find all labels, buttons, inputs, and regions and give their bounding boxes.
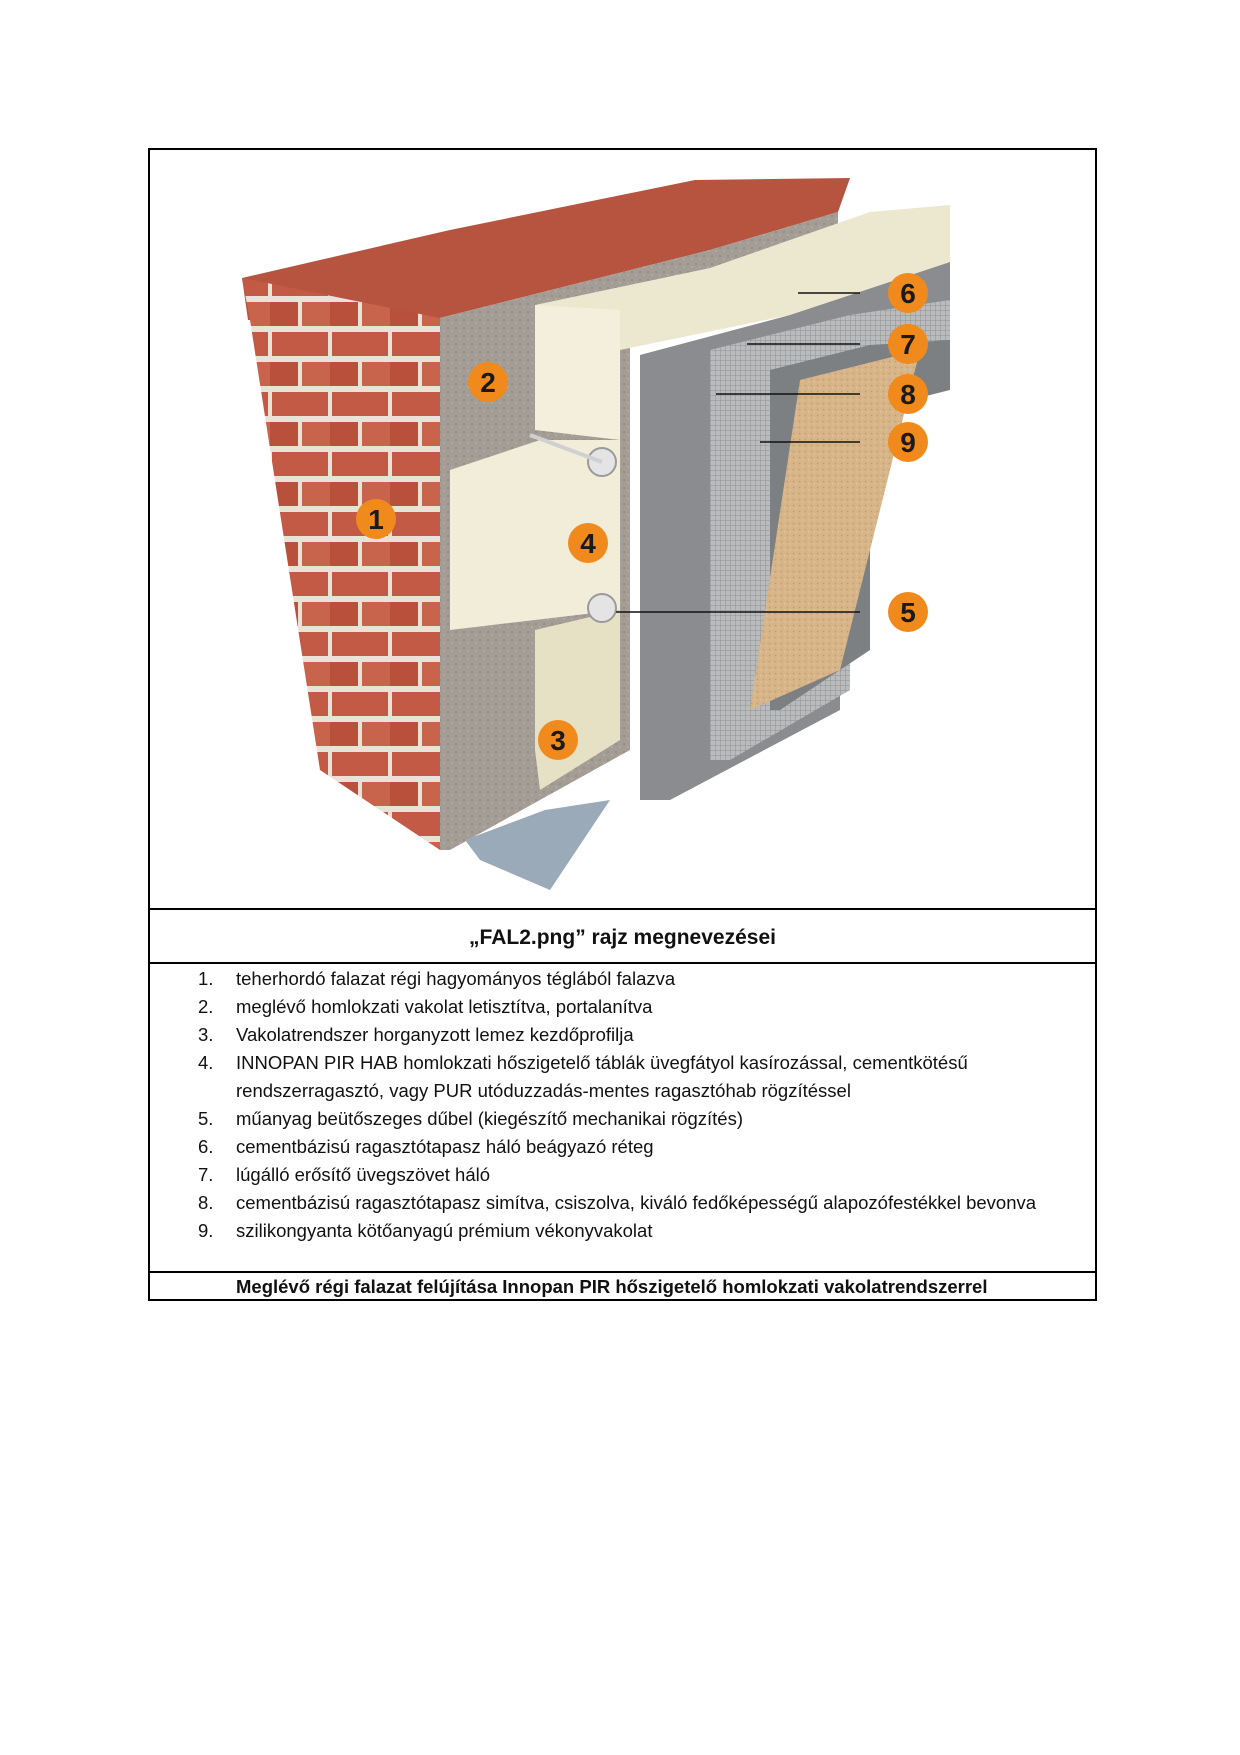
list-item: 5. műanyag beütőszeges dűbel (kiegészítő … — [150, 1105, 1095, 1133]
item-text: műanyag beütőszeges dűbel (kiegészítő me… — [236, 1108, 743, 1129]
row-divider — [150, 962, 1095, 964]
list-item: 9. szilikongyanta kötőanyagú prémium véko… — [150, 1217, 1095, 1245]
item-number: 1. — [198, 965, 213, 993]
marker-4: 4 — [568, 523, 608, 563]
legend-list: 1. teherhordó falazat régi hagyományos té… — [150, 965, 1095, 1245]
marker-label: 6 — [900, 278, 916, 309]
item-text: cementbázisú ragasztótapasz háló beágyaz… — [236, 1136, 654, 1157]
item-text: teherhordó falazat régi hagyományos tégl… — [236, 968, 675, 989]
item-number: 8. — [198, 1189, 213, 1217]
marker-label: 9 — [900, 427, 916, 458]
item-text: szilikongyanta kötőanyagú prémium vékony… — [236, 1220, 652, 1241]
figure-caption: „FAL2.png” rajz megnevezései — [150, 912, 1095, 964]
marker-5: 5 — [888, 592, 928, 632]
foam-board-upper-front — [535, 305, 620, 440]
marker-9: 9 — [888, 422, 928, 462]
wall-layers-illustration: 1 2 3 4 5 6 7 8 9 — [150, 150, 1095, 908]
list-item: 4. INNOPAN PIR HAB homlokzati hőszigetelő… — [150, 1049, 1095, 1105]
list-item: 6. cementbázisú ragasztótapasz háló beágy… — [150, 1133, 1095, 1161]
marker-label: 2 — [480, 367, 496, 398]
marker-label: 8 — [900, 379, 916, 410]
brick-wall-side — [242, 278, 440, 850]
marker-3: 3 — [538, 720, 578, 760]
marker-label: 5 — [900, 597, 916, 628]
item-number: 7. — [198, 1161, 213, 1189]
list-item: 1. teherhordó falazat régi hagyományos té… — [150, 965, 1095, 993]
marker-label: 1 — [368, 504, 384, 535]
marker-label: 7 — [900, 329, 916, 360]
item-text: lúgálló erősítő üvegszövet háló — [236, 1164, 490, 1185]
item-number: 3. — [198, 1021, 213, 1049]
item-text: meglévő homlokzati vakolat letisztítva, … — [236, 996, 652, 1017]
item-text: cementbázisú ragasztótapasz simítva, csi… — [236, 1192, 1036, 1213]
foam-board-lower — [535, 610, 620, 790]
wall-diagram: 1 2 3 4 5 6 7 8 9 — [150, 150, 1095, 908]
item-number: 5. — [198, 1105, 213, 1133]
list-item: 7. lúgálló erősítő üvegszövet háló — [150, 1161, 1095, 1189]
marker-label: 4 — [580, 528, 596, 559]
item-number: 6. — [198, 1133, 213, 1161]
list-item: 2. meglévő homlokzati vakolat letisztítva… — [150, 993, 1095, 1021]
marker-1: 1 — [356, 499, 396, 539]
list-item: 3. Vakolatrendszer horganyzott lemez kezd… — [150, 1021, 1095, 1049]
item-text: INNOPAN PIR HAB homlokzati hőszigetelő t… — [236, 1052, 968, 1101]
row-divider — [150, 908, 1095, 910]
item-number: 9. — [198, 1217, 213, 1245]
item-number: 2. — [198, 993, 213, 1021]
summary-title: Meglévő régi falazat felújítása Innopan … — [236, 1273, 988, 1301]
marker-2: 2 — [468, 362, 508, 402]
list-item: 8. cementbázisú ragasztótapasz simítva, c… — [150, 1189, 1095, 1217]
marker-7: 7 — [888, 324, 928, 364]
marker-6: 6 — [888, 273, 928, 313]
item-text: Vakolatrendszer horganyzott lemez kezdőp… — [236, 1024, 634, 1045]
document-table: 1 2 3 4 5 6 7 8 9 „FAL2.png” rajz megnev… — [148, 148, 1097, 1301]
item-number: 4. — [198, 1049, 213, 1077]
marker-label: 3 — [550, 725, 566, 756]
dowel-lower — [588, 594, 616, 622]
marker-8: 8 — [888, 374, 928, 414]
